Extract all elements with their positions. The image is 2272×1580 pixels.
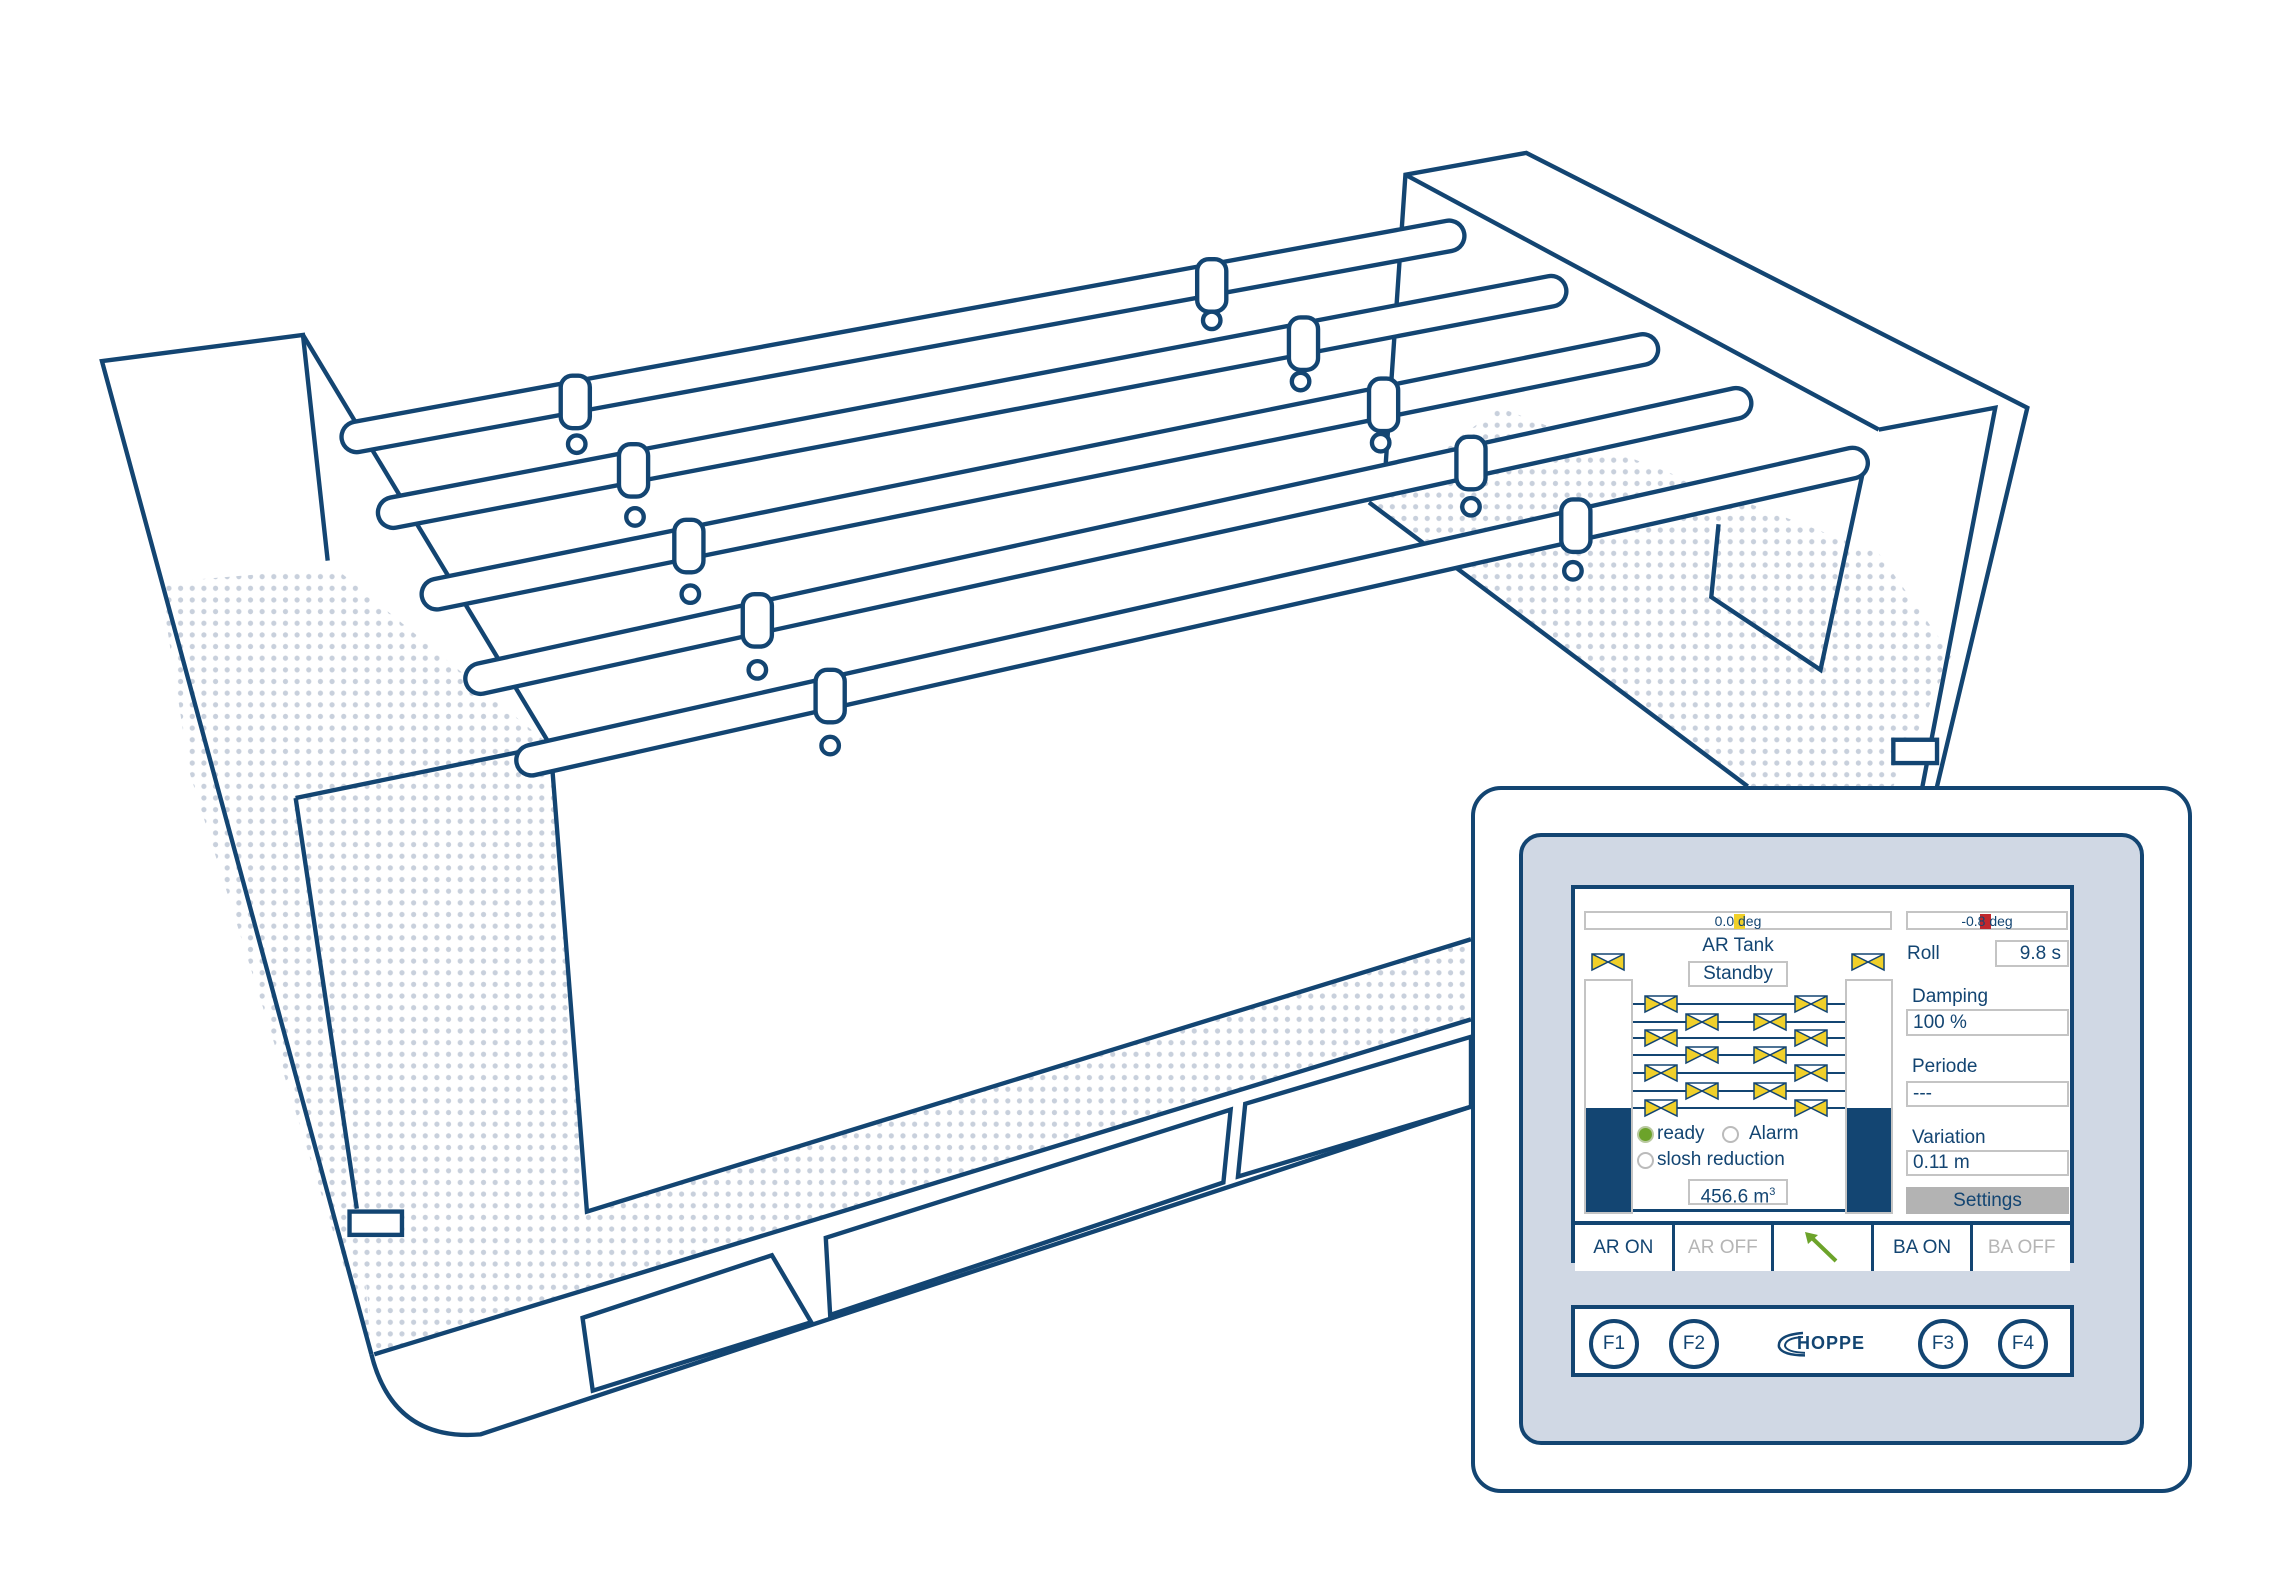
display-screen: 0.0 deg -0.8 deg AR Tank Standby ready A… [1571, 885, 2074, 1271]
tank-volume: 456.6 m3 [1688, 1179, 1788, 1208]
valve-icon [1644, 1064, 1678, 1083]
ba-on-button[interactable]: BA ON [1873, 1225, 1974, 1271]
f1-key[interactable]: F1 [1589, 1319, 1639, 1369]
logo-text: HOPPE [1797, 1333, 1866, 1353]
valve-icon [1851, 953, 1885, 972]
f3-key[interactable]: F3 [1918, 1319, 1968, 1369]
valve-icon [1685, 1082, 1719, 1101]
volume-value: 456.6 m [1700, 1186, 1770, 1208]
valve-icon [1753, 1013, 1787, 1032]
tank-title: AR Tank [1702, 935, 1774, 956]
f2-key[interactable]: F2 [1669, 1319, 1719, 1369]
valve-icon [1794, 1029, 1828, 1048]
damping-field[interactable]: 100 % [1906, 1009, 2069, 1036]
ready-indicator [1637, 1126, 1654, 1143]
settings-button[interactable]: Settings [1906, 1187, 2069, 1214]
mode-button-row: AR ON AR OFF BA ON BA OFF [1575, 1221, 2070, 1271]
valve-icon [1794, 995, 1828, 1014]
f4-key[interactable]: F4 [1998, 1319, 2048, 1369]
angle-marker [1734, 914, 1745, 929]
pipe-clamps [347, 257, 1940, 1238]
left-angle-indicator: 0.0 deg [1584, 911, 1892, 930]
valve-icon [1794, 1064, 1828, 1083]
damping-label: Damping [1912, 986, 1989, 1007]
alarm-label: Alarm [1749, 1123, 1799, 1144]
valve-icon [1794, 1099, 1828, 1118]
roll-value: 9.8 s [1995, 940, 2069, 967]
ar-off-button[interactable]: AR OFF [1674, 1225, 1775, 1271]
volume-unit: 3 [1769, 1186, 1776, 1198]
tank-fill [1847, 1108, 1891, 1212]
left-angle-value: 0.0 deg [1714, 913, 1762, 929]
arrow-up-left-icon [1805, 1232, 1838, 1263]
hoppe-swoosh-icon [1777, 1331, 1805, 1357]
right-angle-value: -0.8 deg [1961, 913, 2013, 929]
ready-label: ready [1657, 1123, 1705, 1144]
right-angle-indicator: -0.8 deg [1906, 911, 2068, 930]
valve-icon [1685, 1046, 1719, 1065]
valve-icon [1644, 995, 1678, 1014]
valve-icon [1591, 953, 1625, 972]
valve-diagram [1591, 953, 1885, 1118]
angle-marker [1980, 914, 1991, 929]
ba-off-button[interactable]: BA OFF [1973, 1225, 2070, 1271]
left-tank-level [1584, 979, 1633, 1214]
ar-on-button[interactable]: AR ON [1575, 1225, 1675, 1271]
valve-icon [1753, 1082, 1787, 1101]
alarm-indicator [1722, 1126, 1739, 1143]
valve-icon [1685, 1013, 1719, 1032]
pipes [339, 218, 1871, 778]
valve-icon [1644, 1029, 1678, 1048]
valve-icon [1644, 1099, 1678, 1118]
right-tank-level [1845, 979, 1893, 1214]
slosh-reduction-indicator [1637, 1152, 1654, 1169]
tank-bottom-line [1633, 1209, 1845, 1212]
roll-label: Roll [1907, 943, 1940, 964]
function-key-bar: F1 F2 HOPPE F3 F4 [1571, 1305, 2074, 1377]
tank-fill [1586, 1108, 1631, 1212]
variation-field[interactable]: 0.11 m [1906, 1150, 2069, 1176]
variation-label: Variation [1912, 1127, 1986, 1148]
hoppe-logo: HOPPE [1775, 1329, 1875, 1359]
direction-button[interactable] [1774, 1225, 1874, 1271]
valve-icon [1753, 1046, 1787, 1065]
periode-field[interactable]: --- [1906, 1081, 2069, 1107]
tank-status: Standby [1688, 961, 1788, 987]
periode-label: Periode [1912, 1056, 1978, 1077]
slosh-reduction-label: slosh reduction [1657, 1149, 1785, 1170]
